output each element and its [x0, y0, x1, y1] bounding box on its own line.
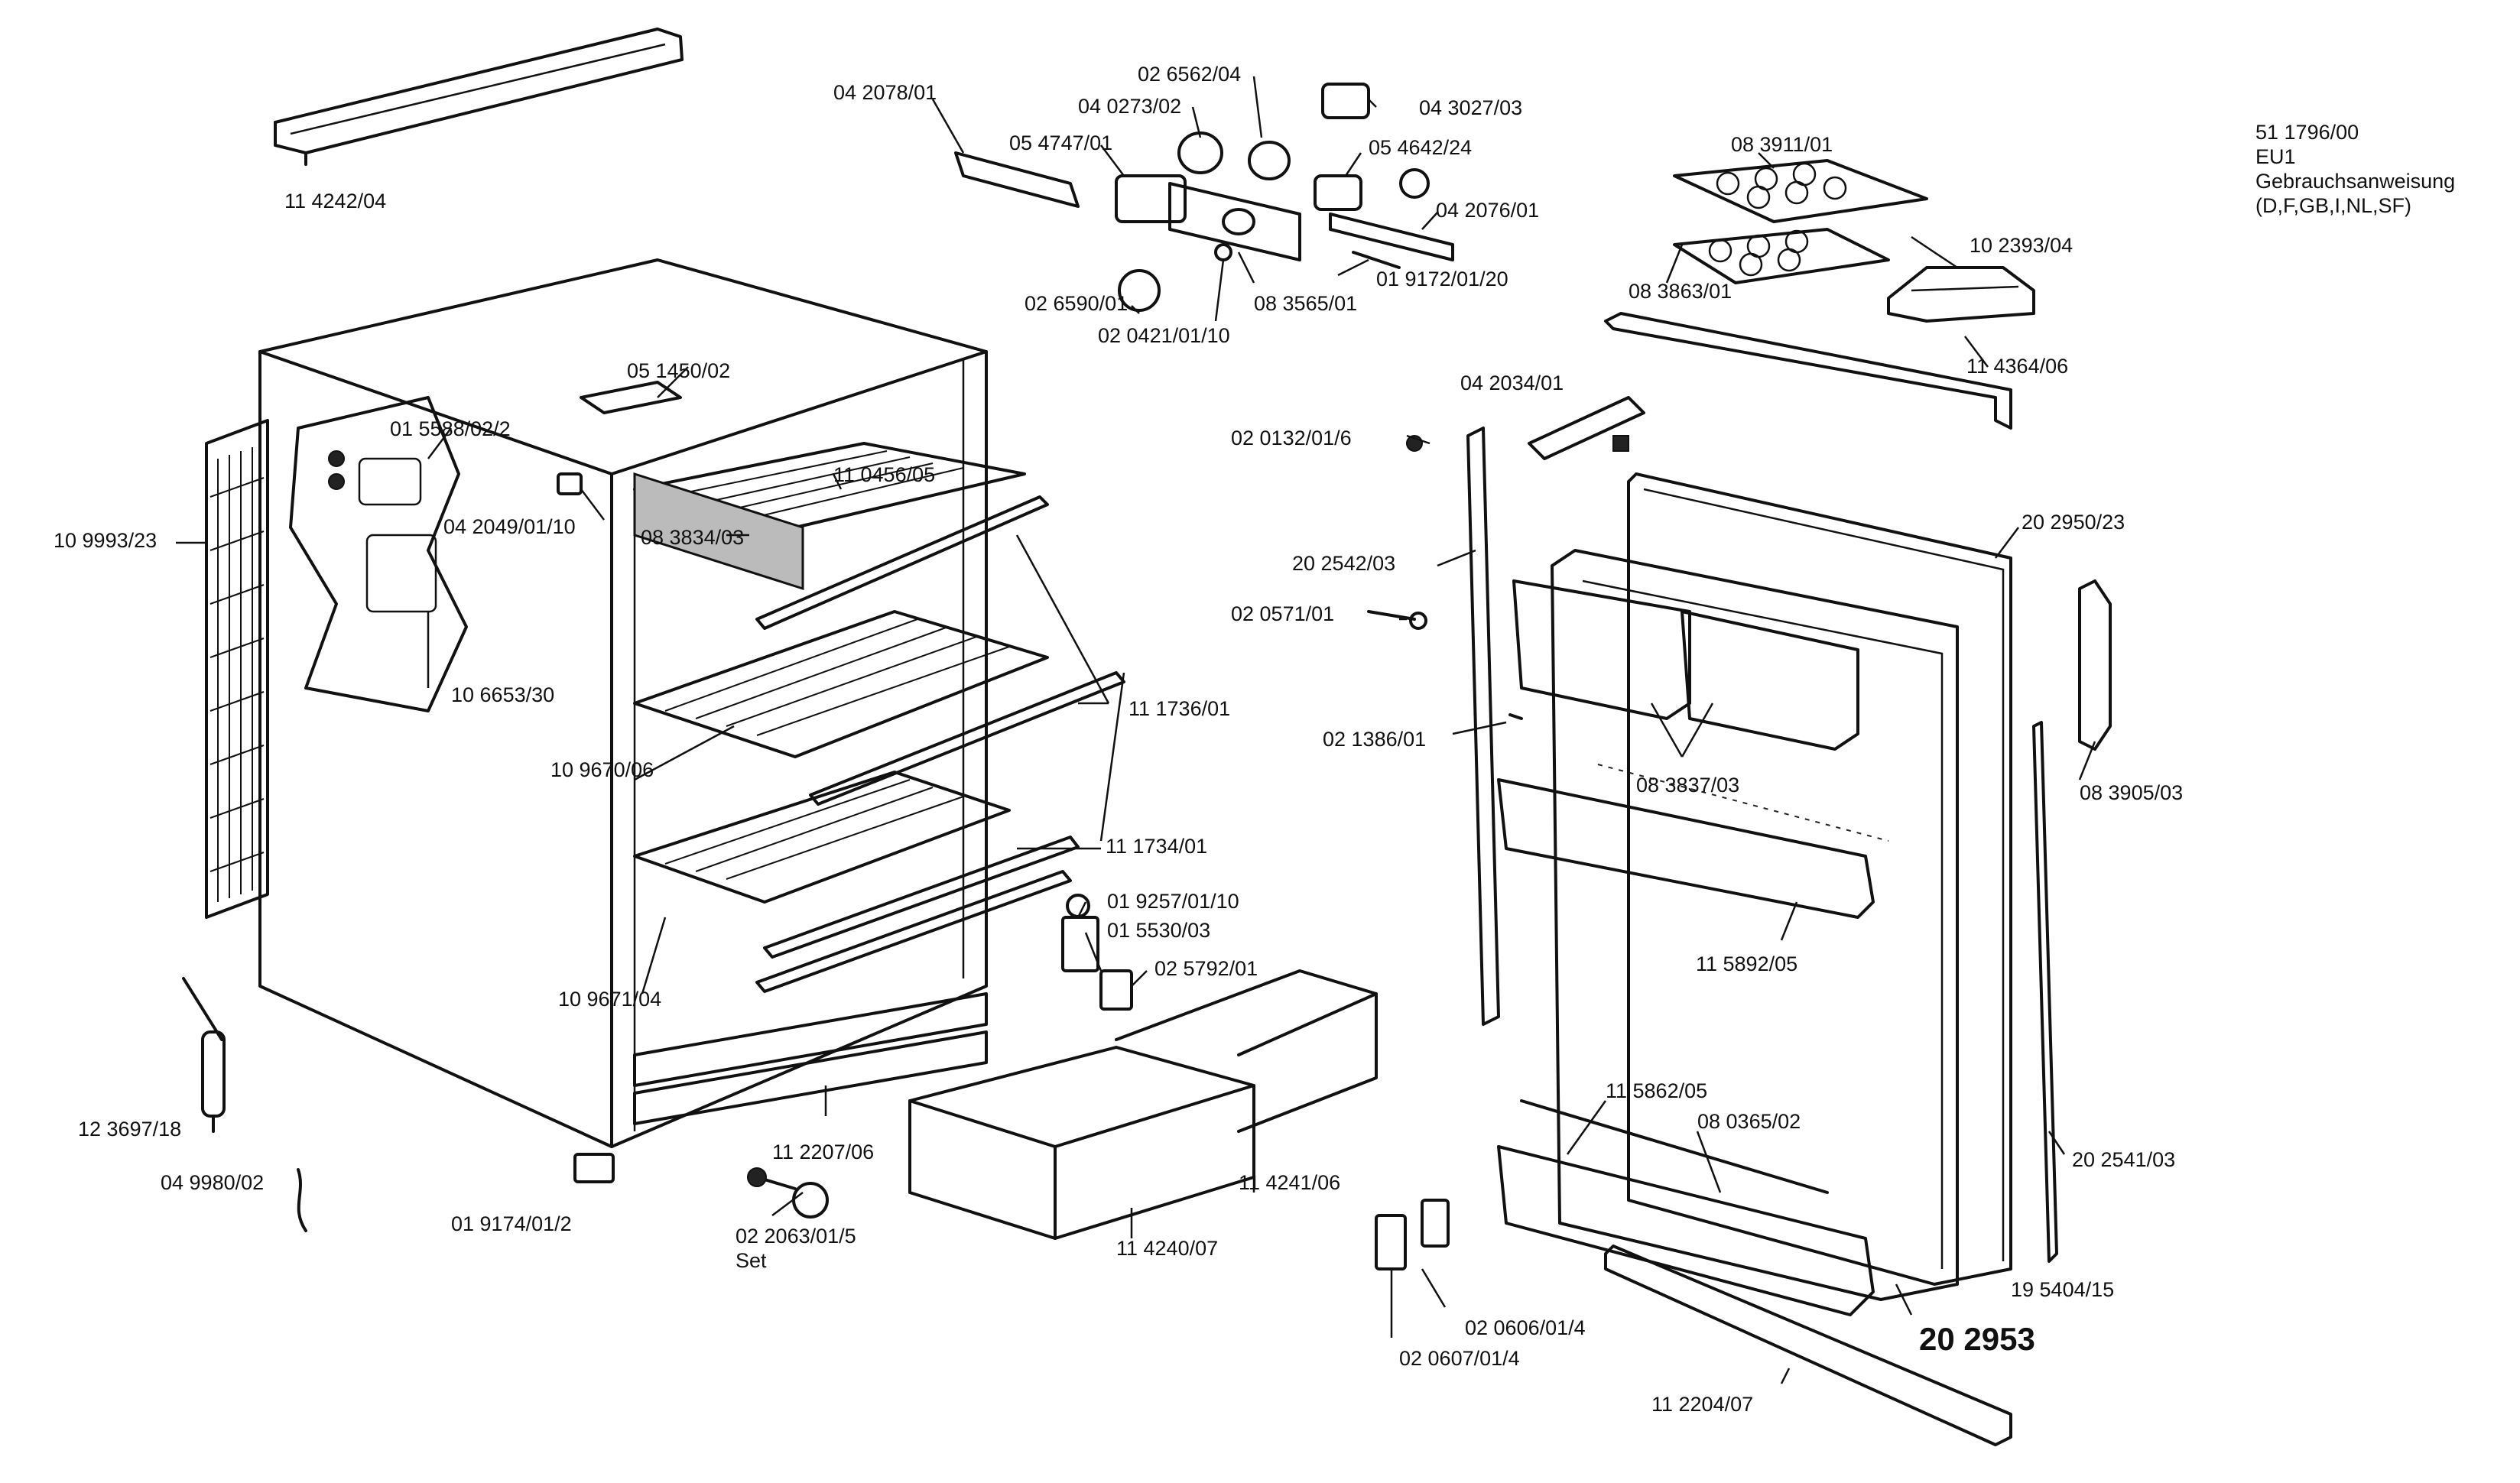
callout-049980-02: 04 9980/02	[161, 1171, 264, 1194]
callout-109993-23: 10 9993/23	[54, 529, 157, 552]
condenser-grid	[205, 419, 269, 919]
callout-114364-06: 11 4364/06	[1966, 355, 2068, 378]
door-bin-middle	[1497, 778, 1875, 919]
doc-number: 51 1796/00	[2255, 121, 2359, 144]
door-top-strip	[1604, 312, 2012, 430]
door-hinge-bottom	[1375, 1199, 1450, 1270]
callout-021386-01: 02 1386/01	[1323, 728, 1426, 751]
callout-202950-23: 20 2950/23	[2022, 511, 2125, 534]
manual-languages: (D,F,GB,I,NL,SF)	[2255, 194, 2411, 217]
callout-042034-01: 04 2034/01	[1460, 372, 1564, 394]
cabinet-body	[258, 258, 988, 1148]
crisper-cover-pad	[633, 472, 804, 591]
callout-019172-01-20: 01 9172/01/20	[1376, 268, 1508, 290]
evaporator-panel	[289, 396, 468, 712]
callout-106653-30: 10 6653/30	[451, 683, 554, 706]
leader-lines	[176, 76, 2096, 1384]
thermostat-assembly	[954, 83, 1454, 312]
door-bin-bottom	[1497, 1099, 1875, 1316]
callout-022063-01-5: 02 2063/01/5	[736, 1225, 856, 1248]
screw-cap-set	[747, 1167, 829, 1219]
callout-083834-03: 08 3834/03	[641, 526, 744, 549]
callout-051450-02: 05 1450/02	[627, 359, 730, 382]
egg-tray-top	[1673, 159, 1928, 223]
callout-025792-01: 02 5792/01	[1154, 957, 1258, 980]
callout-019174-01-2: 01 9174/01/2	[451, 1212, 572, 1235]
manual-title: Gebrauchsanweisung	[2255, 170, 2455, 193]
callout-set: Set	[736, 1249, 767, 1272]
egg-tray-lower	[1673, 228, 1890, 284]
door-seal-left	[1466, 427, 1500, 1026]
callout-111736-01: 11 1736/01	[1128, 697, 1230, 720]
crisper-drawer-right	[1115, 969, 1378, 1133]
door-bin-upper-right	[1681, 610, 1859, 751]
callout-112204-07: 11 2204/07	[1651, 1393, 1753, 1416]
callout-114241-06: 11 4241/06	[1239, 1171, 1340, 1194]
callout-109671-04: 10 9671/04	[558, 988, 661, 1011]
callout-083905-03: 08 3905/03	[2080, 781, 2183, 804]
door-handle	[2078, 579, 2112, 751]
callout-115892-05: 11 5892/05	[1696, 952, 1797, 975]
callout-083911-01: 08 3911/01	[1731, 133, 1833, 156]
callout-114242-04: 11 4242/04	[284, 190, 386, 213]
callout-043027-03: 04 3027/03	[1419, 96, 1522, 119]
butter-dish	[1887, 266, 2035, 323]
foot-block	[573, 1153, 615, 1183]
callout-083837-03: 08 3837/03	[1636, 774, 1739, 797]
top-bracket	[580, 381, 682, 414]
callout-202541-03: 20 2541/03	[2072, 1148, 2175, 1171]
crisper-drawer-left	[908, 1046, 1255, 1240]
callout-083863-01: 08 3863/01	[1629, 280, 1732, 303]
callout-020606-01-4: 02 0606/01/4	[1465, 1316, 1586, 1339]
document-header: 51 1796/00 EU1 Gebrauchsanweisung (D,F,G…	[2255, 121, 2455, 217]
callout-123697-18: 12 3697/18	[78, 1118, 181, 1141]
callout-015530-03: 01 5530/03	[1107, 919, 1210, 942]
callout-019257-01-10: 01 9257/01/10	[1107, 890, 1239, 913]
callout-054747-01: 05 4747/01	[1009, 131, 1112, 154]
shelf-lower	[633, 771, 1011, 904]
callout-020571-01: 02 0571/01	[1231, 602, 1334, 625]
door-outer-panel	[1627, 472, 2012, 1286]
thermostat-sensor	[182, 977, 226, 1133]
callout-202953: 20 2953	[1919, 1321, 2035, 1357]
callout-020607-01-4: 02 0607/01/4	[1399, 1347, 1520, 1370]
small-clip	[557, 472, 583, 495]
callout-195404-15: 19 5404/15	[2011, 1278, 2114, 1301]
shelf-middle	[633, 610, 1049, 758]
callout-040273-02: 04 0273/02	[1078, 95, 1181, 118]
callout-042049-01-10: 04 2049/01/10	[443, 515, 576, 538]
door-side-seal	[2032, 721, 2058, 1263]
variant-code: EU1	[2255, 145, 2296, 168]
callout-110456-05: 11 0456/05	[833, 463, 935, 486]
callout-083565-01: 08 3565/01	[1254, 292, 1357, 315]
callout-042076-01: 04 2076/01	[1436, 199, 1539, 222]
callout-026590-01: 02 6590/01	[1025, 292, 1128, 315]
callout-111734-01: 11 1734/01	[1106, 835, 1207, 858]
door-screws	[1367, 435, 1523, 720]
callout-114240-07: 11 4240/07	[1116, 1237, 1218, 1260]
door-hinge-top	[1528, 396, 1645, 460]
door-inner-liner	[1551, 549, 1959, 1301]
callout-112207-06: 11 2207/06	[772, 1141, 874, 1163]
part-callouts: 04 2078/01 02 6562/04 04 0273/02 05 4747…	[54, 63, 2183, 1416]
callout-042078-01: 04 2078/01	[833, 81, 937, 104]
callout-015588-02-2: 01 5588/02/2	[390, 417, 511, 440]
callout-102393-04: 10 2393/04	[1970, 234, 2073, 257]
door-bottom-strip	[1604, 1244, 2012, 1446]
shelf-strips	[755, 495, 1125, 993]
callout-202542-03: 20 2542/03	[1292, 552, 1395, 575]
callout-020421-01-10: 02 0421/01/10	[1098, 324, 1230, 347]
hinge-brackets	[1061, 894, 1133, 1011]
door-bin-upper-left	[1512, 579, 1691, 720]
callout-020132-01-6: 02 0132/01/6	[1231, 427, 1352, 449]
callout-109670-06: 10 9670/06	[550, 758, 654, 781]
callout-080365-02: 08 0365/02	[1697, 1110, 1801, 1133]
drain-hose	[297, 1168, 307, 1232]
callout-115862-05: 11 5862/05	[1606, 1079, 1707, 1102]
callout-054642-24: 05 4642/24	[1369, 136, 1472, 159]
callout-026562-04: 02 6562/04	[1138, 63, 1241, 86]
top-rail-part	[274, 28, 684, 166]
